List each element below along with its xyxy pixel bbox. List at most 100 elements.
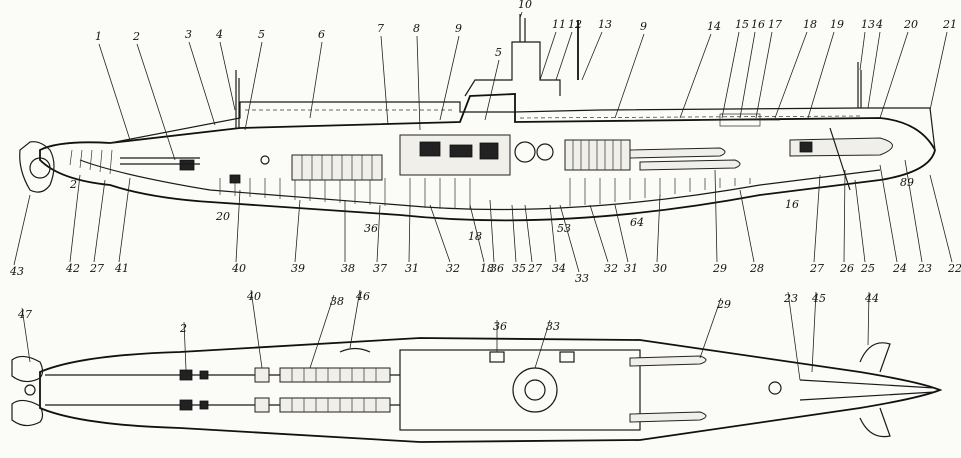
side-top-label-6: 6 [318,28,325,41]
side-bottom-leader-36 [489,199,495,263]
side-top-label-3: 3 [185,28,192,41]
side-bottom-leader-41 [118,177,131,263]
side-top-label-21: 21 [942,18,957,31]
side-inner-label-16: 16 [785,198,799,211]
side-bottom-leader-40 [235,189,241,263]
side-bottom-leader-31 [408,204,411,263]
side-top-label-12: 12 [568,18,582,31]
plan-leader-46 [349,289,361,349]
plan-leader-29 [699,297,722,359]
side-torpedoes [629,147,741,171]
plan-box-1 [489,351,505,363]
side-top-leader-5 [484,59,500,121]
plan-label-36: 36 [493,320,507,333]
side-inner-label-2: 2 [69,178,77,191]
plan-leader-2 [183,321,187,371]
plan-label-23: 23 [783,292,798,305]
side-bottom-leader-27 [524,204,533,263]
side-inner-label-18: 18 [468,230,482,243]
side-battery-fwd [291,154,383,181]
plan-label-29: 29 [716,298,731,311]
side-top-label-4: 4 [215,28,223,41]
plan-fwd-hatch [768,381,782,395]
side-bottom-label-26: 26 [839,262,854,275]
side-top-leader-17 [755,31,773,119]
plan-tower-hatch [512,367,558,413]
side-bottom-label-30: 30 [653,262,667,275]
side-top-leader-20 [879,31,909,119]
side-bottom-leader-29 [714,169,718,263]
side-bottom-label-24: 24 [892,262,907,275]
side-top-label-19: 19 [830,18,844,31]
plan-stern-props [11,355,44,427]
side-bottom-leader-18 [469,204,485,263]
stern-cone [19,141,55,193]
side-bottom-label-28: 28 [749,262,764,275]
side-deck-casing [109,101,936,151]
side-bottom-label-27: 27 [89,262,104,275]
plan-label-38: 38 [330,295,344,308]
side-top-leader-9 [614,33,645,119]
conning-tower [464,41,561,97]
side-top-leader-4 [219,41,236,111]
plan-leader-38 [309,294,335,369]
plan-leader-47 [21,307,31,363]
side-bottom-label-37: 37 [373,262,387,275]
side-top-label-4: 4 [875,18,883,31]
side-view [19,14,936,222]
side-inner-label-64: 64 [630,216,644,229]
side-top-leader-1 [98,43,131,141]
side-bottom-label-42: 42 [65,262,80,275]
side-bow-tubes [789,127,893,191]
plan-motor-row-bottom [179,397,391,413]
plan-label-33: 33 [546,320,560,333]
side-bottom-leader-25 [854,179,866,263]
side-top-label-13: 13 [861,18,875,31]
side-bottom-leader-30 [656,194,661,263]
side-inner-label-89: 89 [900,176,914,189]
side-bottom-label-36: 36 [490,262,504,275]
side-top-leader-12 [555,31,573,81]
side-top-leader-10 [519,11,523,19]
side-top-label-11: 11 [552,18,566,31]
side-top-label-7: 7 [377,22,384,35]
plan-label-47: 47 [17,308,32,321]
periscope-1 [519,14,526,42]
side-top-leader-14 [679,33,712,119]
plan-box-2 [559,351,575,363]
side-top-leader-7 [380,35,389,126]
side-bottom-label-23: 23 [917,262,932,275]
side-bottom-leader-23 [904,159,923,263]
side-bottom-label-22: 22 [947,262,961,275]
side-bottom-leader-31 [614,204,629,263]
side-bottom-label-33: 33 [575,272,589,285]
side-bottom-leader-27 [813,174,821,263]
plan-leader-44 [867,291,870,346]
side-bottom-label-32: 32 [446,262,460,275]
side-inner-label-36: 36 [364,222,378,235]
side-bottom-leader-37 [376,204,381,263]
side-bottom-label-38: 38 [341,262,355,275]
side-bottom-label-35: 35 [512,262,526,275]
side-top-leader-4 [867,31,881,109]
mast-aft [857,62,862,108]
side-top-label-18: 18 [803,18,817,31]
side-bottom-label-40: 40 [231,262,246,275]
side-top-label-13: 13 [598,18,612,31]
plan-deck-area [399,349,641,431]
side-top-label-10: 10 [518,0,532,11]
side-top-leader-8 [416,35,421,131]
side-top-leader-13 [581,31,603,81]
side-top-leader-5 [244,41,263,131]
plan-torpedo-top [629,355,707,367]
leader-lines [13,11,953,381]
side-bottom-leader-43 [13,194,31,266]
plan-motor-row-top [179,367,391,383]
side-top-leader-6 [309,41,323,119]
side-bottom-leader-24 [879,164,898,263]
side-top-label-5: 5 [495,46,502,59]
plan-fin-46 [339,347,371,353]
side-bottom-label-18: 18 [480,262,494,275]
